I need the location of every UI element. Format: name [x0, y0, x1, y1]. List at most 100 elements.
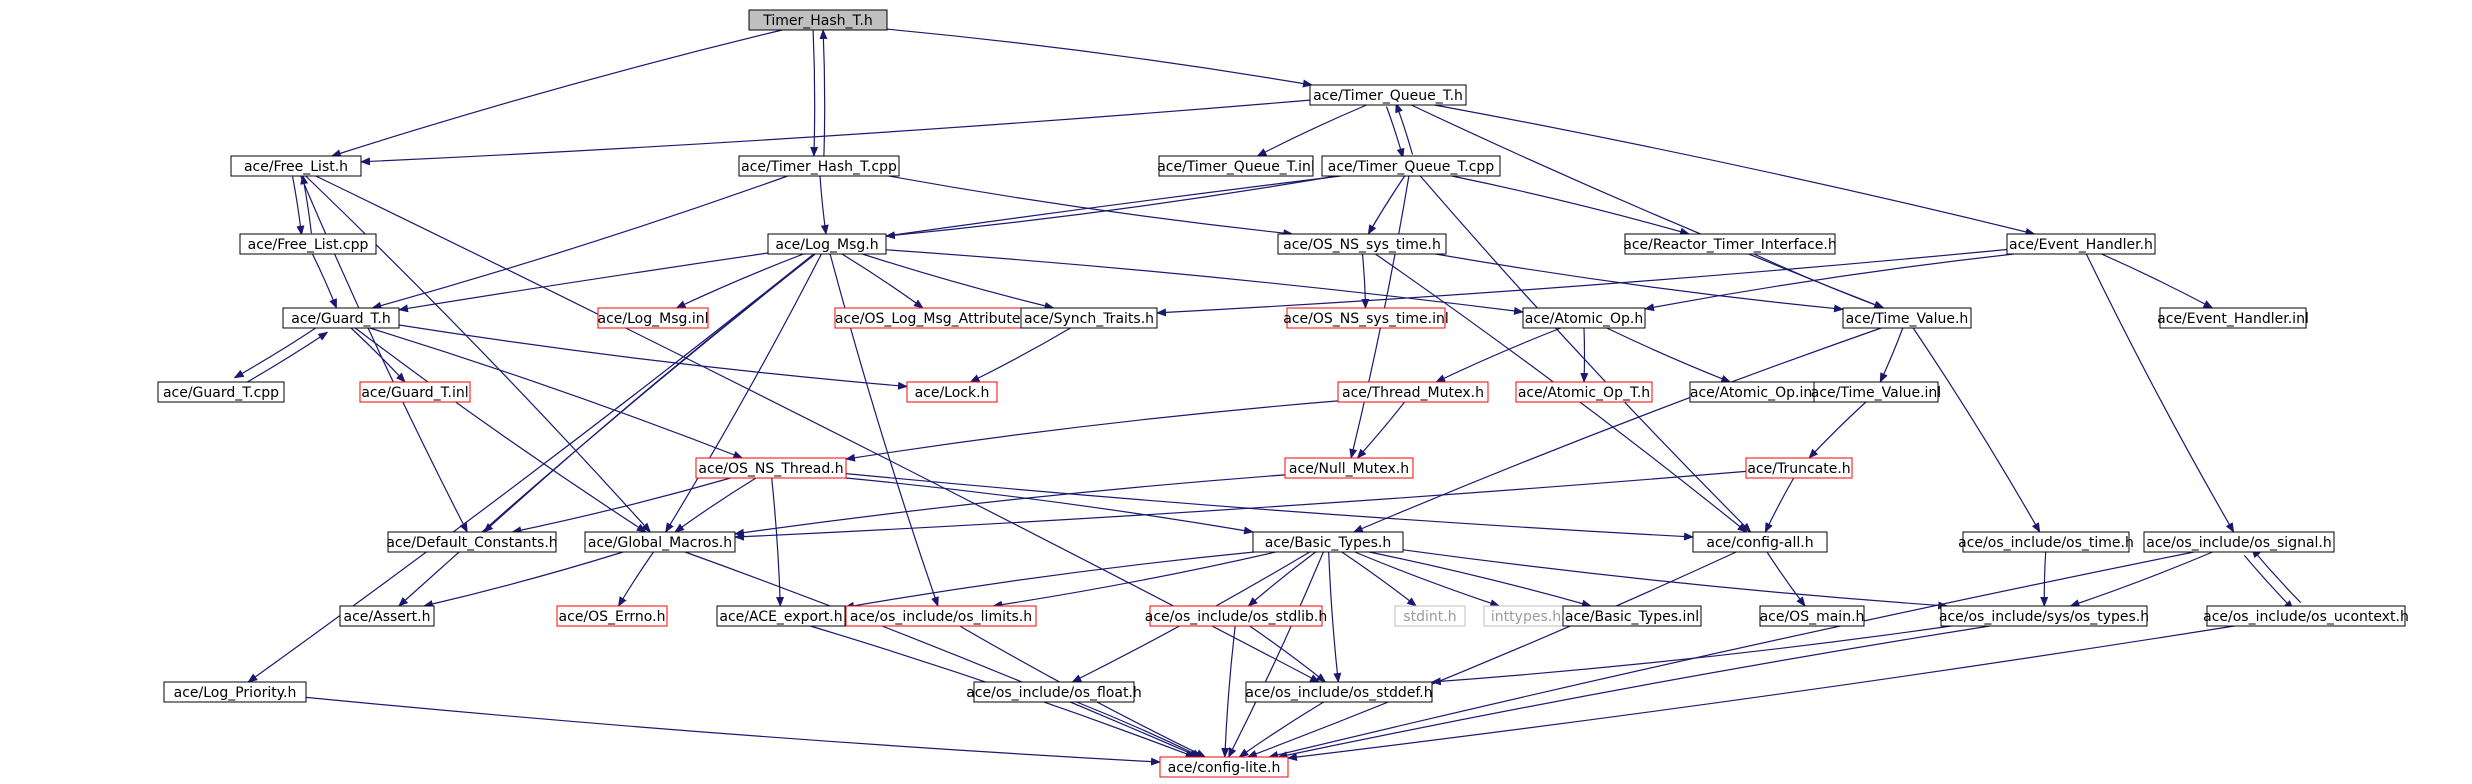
edge-n7-to-n12	[675, 253, 804, 309]
node-ace-timer-queue-t-h[interactable]: ace/Timer_Queue_T.h	[1309, 84, 1467, 106]
node-box	[973, 681, 1135, 703]
edge-n44-to-n49	[1277, 625, 1990, 760]
node-ace-log-priority-h[interactable]: ace/Log_Priority.h	[163, 681, 307, 703]
node-box	[2006, 233, 2156, 255]
node-ace-os-include-os-ucontext-h[interactable]: ace/os_include/os_ucontext.h	[2203, 605, 2409, 627]
node-ace-timer-hash-t-cpp[interactable]: ace/Timer_Hash_T.cpp	[738, 155, 900, 177]
node-ace-global-macros-h[interactable]: ace/Global_Macros.h	[584, 531, 736, 553]
edge-n11-to-n19	[233, 323, 323, 379]
node-label: ace/OS_NS_sys_time.h	[1283, 237, 1441, 253]
node-ace-config-all-h[interactable]: ace/config-all.h	[1692, 531, 1828, 553]
edge-n2-to-n30	[305, 175, 651, 533]
node-ace-os-main-h[interactable]: ace/OS_main.h	[1759, 605, 1865, 627]
node-box	[1624, 233, 1836, 255]
node-box	[1284, 457, 1414, 479]
node-ace-atomic-op-h[interactable]: ace/Atomic_Op.h	[1522, 307, 1646, 329]
node-box	[748, 9, 888, 31]
node-ace-os-errno-h[interactable]: ace/OS_Errno.h	[556, 605, 668, 627]
node-box	[597, 307, 709, 329]
node-ace-guard-t-inl[interactable]: ace/Guard_T.inl	[359, 381, 471, 403]
node-box	[1940, 605, 2148, 627]
node-box	[1309, 84, 1467, 106]
node-ace-basic-types-inl[interactable]: ace/Basic_Types.inl	[1562, 605, 1702, 627]
node-ace-os-ns-thread-h[interactable]: ace/OS_NS_Thread.h	[695, 457, 847, 479]
node-label: ace/Timer_Queue_T.h	[1313, 88, 1463, 104]
node-ace-os-include-os-float-h[interactable]: ace/os_include/os_float.h	[966, 681, 1142, 703]
node-ace-free-list-h[interactable]: ace/Free_List.h	[230, 155, 362, 177]
node-box	[845, 605, 1037, 627]
node-ace-timer-queue-t-inl[interactable]: ace/Timer_Queue_T.inl	[1157, 155, 1315, 177]
node-box	[1394, 605, 1466, 627]
node-ace-log-msg-h[interactable]: ace/Log_Msg.h	[767, 233, 887, 255]
node-ace-guard-t-cpp[interactable]: ace/Guard_T.cpp	[157, 381, 285, 403]
edge-n5-to-n7	[885, 175, 1337, 240]
node-label: ace/Time_Value.inl	[1811, 385, 1941, 401]
edge-n34-to-n44	[2069, 551, 2213, 607]
node-ace-time-value-inl[interactable]: ace/Time_Value.inl	[1811, 381, 1941, 403]
node-ace-atomic-op-t-h[interactable]: ace/Atomic_Op_T.h	[1515, 381, 1653, 403]
node-ace-config-lite-h[interactable]: ace/config-lite.h	[1159, 756, 1289, 778]
node-label: ace/os_include/os_float.h	[966, 685, 1142, 701]
edge-n31-to-n38	[992, 551, 1276, 609]
edge-n7-to-n46	[247, 253, 815, 683]
edge-n7-to-n29	[483, 253, 816, 533]
node-label: ace/os_include/os_stddef.h	[1245, 685, 1432, 701]
node-inttypes-h[interactable]: inttypes.h	[1483, 605, 1569, 627]
node-box	[767, 233, 887, 255]
node-label: ace/Guard_T.h	[291, 311, 391, 327]
node-label: inttypes.h	[1491, 609, 1561, 625]
node-ace-reactor-timer-interface-h[interactable]: ace/Reactor_Timer_Interface.h	[1623, 233, 1837, 255]
node-stdint-h[interactable]: stdint.h	[1394, 605, 1466, 627]
node-ace-synch-traits-h[interactable]: ace/Synch_Traits.h	[1020, 307, 1158, 329]
node-ace-lock-h[interactable]: ace/Lock.h	[906, 381, 998, 403]
node-box	[1759, 605, 1865, 627]
node-ace-os-ns-sys-time-h[interactable]: ace/OS_NS_sys_time.h	[1277, 233, 1447, 255]
node-ace-time-value-h[interactable]: ace/Time_Value.h	[1842, 307, 1972, 329]
node-ace-ace-export-h[interactable]: ace/ACE_export.h	[716, 605, 846, 627]
node-ace-event-handler-inl[interactable]: ace/Event_Handler.inl	[2157, 307, 2309, 329]
node-box	[387, 531, 557, 553]
node-label: ace/Reactor_Timer_Interface.h	[1623, 237, 1836, 253]
edge-n17-to-n33	[1912, 327, 2041, 533]
node-box	[556, 605, 668, 627]
node-ace-null-mutex-h[interactable]: ace/Null_Mutex.h	[1284, 457, 1414, 479]
node-label: ace/Time_Value.h	[1846, 311, 1969, 327]
node-ace-thread-mutex-h[interactable]: ace/Thread_Mutex.h	[1337, 381, 1489, 403]
node-ace-os-log-msg-attributes-h[interactable]: ace/OS_Log_Msg_Attributes.h	[834, 307, 1042, 329]
node-label: ace/Truncate.h	[1747, 461, 1850, 477]
node-ace-event-handler-h[interactable]: ace/Event_Handler.h	[2006, 233, 2156, 255]
node-ace-assert-h[interactable]: ace/Assert.h	[339, 605, 435, 627]
node-box	[1337, 381, 1489, 403]
node-ace-os-include-os-limits-h[interactable]: ace/os_include/os_limits.h	[845, 605, 1037, 627]
edge-n3-to-n7	[819, 175, 829, 235]
node-ace-basic-types-h[interactable]: ace/Basic_Types.h	[1252, 531, 1404, 553]
edge-n32-to-n43	[1766, 551, 1806, 607]
node-ace-os-ns-sys-time-inl[interactable]: ace/OS_NS_sys_time.inl	[1283, 307, 1449, 329]
node-ace-guard-t-h[interactable]: ace/Guard_T.h	[282, 307, 400, 329]
edge-n16-to-n22	[1435, 327, 1562, 383]
edge-n7-to-n30	[665, 253, 822, 533]
node-ace-os-include-os-signal-h[interactable]: ace/os_include/os_signal.h	[2143, 531, 2335, 553]
node-ace-timer-queue-t-cpp[interactable]: ace/Timer_Queue_T.cpp	[1321, 155, 1501, 177]
edge-n11-to-n30	[354, 327, 647, 533]
node-box	[2159, 307, 2307, 329]
node-ace-truncate-h[interactable]: ace/Truncate.h	[1745, 457, 1853, 479]
node-ace-os-include-os-time-h[interactable]: ace/os_include/os_time.h	[1958, 531, 2134, 553]
node-label: ace/os_include/sys/os_types.h	[1939, 609, 2149, 625]
node-ace-default-constants-h[interactable]: ace/Default_Constants.h	[386, 531, 558, 553]
node-ace-os-include-os-stddef-h[interactable]: ace/os_include/os_stddef.h	[1245, 681, 1433, 703]
node-ace-os-include-os-stdlib-h[interactable]: ace/os_include/os_stdlib.h	[1145, 605, 1327, 627]
node-ace-os-include-sys-os-types-h[interactable]: ace/os_include/sys/os_types.h	[1939, 605, 2149, 627]
node-timer-hash-t-h[interactable]: Timer_Hash_T.h	[748, 9, 888, 31]
edge-n39-to-n48	[1249, 625, 1327, 683]
node-ace-atomic-op-inl[interactable]: ace/Atomic_Op.inl	[1689, 381, 1817, 403]
node-box	[1159, 756, 1289, 778]
edge-n11-to-n21	[398, 324, 908, 390]
node-ace-log-msg-inl[interactable]: ace/Log_Msg.inl	[597, 307, 709, 329]
node-ace-free-list-cpp[interactable]: ace/Free_List.cpp	[239, 233, 377, 255]
edge-n8-to-n15	[1361, 253, 1370, 309]
dependency-edges	[233, 28, 2302, 766]
node-label: ace/Basic_Types.inl	[1565, 609, 1699, 625]
edge-n10-to-n18	[2101, 253, 2214, 309]
